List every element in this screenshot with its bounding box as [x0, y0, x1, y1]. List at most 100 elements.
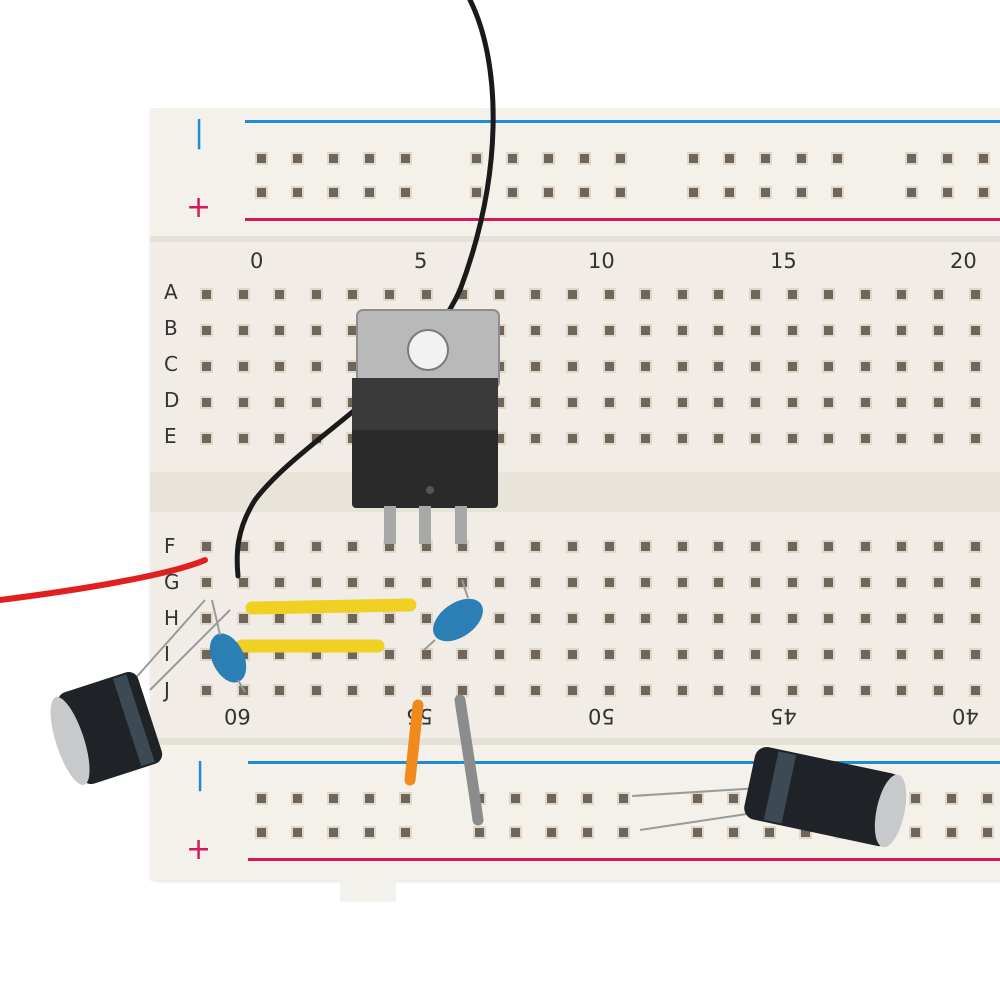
hole[interactable] [506, 152, 519, 165]
hole[interactable] [236, 288, 250, 301]
hole[interactable] [968, 540, 982, 553]
hole[interactable] [785, 288, 799, 301]
hole[interactable] [566, 576, 579, 589]
hole[interactable] [675, 288, 689, 301]
hole[interactable] [822, 684, 836, 697]
hole[interactable] [691, 792, 704, 805]
hole[interactable] [200, 288, 213, 301]
hole[interactable] [822, 360, 836, 373]
hole[interactable] [492, 648, 506, 661]
hole[interactable] [932, 396, 945, 409]
hole[interactable] [932, 684, 945, 697]
hole[interactable] [639, 684, 653, 697]
hole[interactable] [968, 648, 982, 661]
hole[interactable] [363, 152, 376, 165]
hole[interactable] [895, 648, 909, 661]
hole[interactable] [273, 684, 287, 697]
hole[interactable] [932, 288, 945, 301]
hole[interactable] [509, 792, 522, 805]
hole[interactable] [712, 576, 726, 589]
hole[interactable] [346, 540, 360, 553]
hole[interactable] [566, 648, 579, 661]
hole[interactable] [858, 540, 872, 553]
hole[interactable] [785, 396, 799, 409]
hole[interactable] [932, 612, 945, 625]
hole[interactable] [273, 324, 287, 337]
hole[interactable] [687, 186, 700, 199]
hole[interactable] [895, 360, 909, 373]
hole[interactable] [909, 826, 922, 839]
hole[interactable] [529, 288, 543, 301]
hole[interactable] [749, 648, 762, 661]
hole[interactable] [759, 186, 772, 199]
hole[interactable] [945, 792, 958, 805]
hole[interactable] [236, 396, 250, 409]
hole[interactable] [529, 684, 543, 697]
hole[interactable] [273, 540, 287, 553]
hole[interactable] [346, 288, 360, 301]
hole[interactable] [327, 792, 340, 805]
hole[interactable] [273, 432, 287, 445]
hole[interactable] [309, 396, 323, 409]
hole[interactable] [822, 324, 836, 337]
hole[interactable] [639, 396, 653, 409]
hole[interactable] [509, 826, 522, 839]
hole[interactable] [602, 288, 616, 301]
hole[interactable] [383, 288, 396, 301]
hole[interactable] [399, 186, 412, 199]
hole[interactable] [399, 826, 412, 839]
hole[interactable] [968, 288, 982, 301]
hole[interactable] [639, 540, 653, 553]
hole[interactable] [255, 186, 268, 199]
hole[interactable] [727, 826, 740, 839]
hole[interactable] [542, 186, 555, 199]
hole[interactable] [822, 648, 836, 661]
hole[interactable] [566, 432, 579, 445]
hole[interactable] [383, 684, 396, 697]
hole[interactable] [200, 684, 213, 697]
hole[interactable] [639, 432, 653, 445]
hole[interactable] [687, 152, 700, 165]
hole[interactable] [795, 152, 808, 165]
hole[interactable] [566, 288, 579, 301]
hole[interactable] [614, 186, 627, 199]
hole[interactable] [932, 576, 945, 589]
hole[interactable] [691, 826, 704, 839]
hole[interactable] [545, 826, 558, 839]
hole[interactable] [822, 432, 836, 445]
hole[interactable] [895, 576, 909, 589]
hole[interactable] [327, 152, 340, 165]
hole[interactable] [529, 432, 543, 445]
hole[interactable] [529, 648, 543, 661]
hole[interactable] [581, 792, 594, 805]
hole[interactable] [785, 324, 799, 337]
hole[interactable] [858, 576, 872, 589]
hole[interactable] [566, 360, 579, 373]
hole[interactable] [419, 288, 433, 301]
hole[interactable] [419, 576, 433, 589]
hole[interactable] [941, 152, 954, 165]
hole[interactable] [712, 684, 726, 697]
hole[interactable] [529, 360, 543, 373]
hole[interactable] [399, 792, 412, 805]
hole[interactable] [529, 324, 543, 337]
hole[interactable] [492, 576, 506, 589]
hole[interactable] [712, 360, 726, 373]
hole[interactable] [749, 288, 762, 301]
hole[interactable] [200, 396, 213, 409]
hole[interactable] [712, 612, 726, 625]
hole[interactable] [602, 612, 616, 625]
hole[interactable] [968, 432, 982, 445]
hole[interactable] [749, 360, 762, 373]
hole[interactable] [858, 612, 872, 625]
hole[interactable] [529, 576, 543, 589]
hole[interactable] [749, 576, 762, 589]
hole[interactable] [675, 540, 689, 553]
hole[interactable] [932, 648, 945, 661]
hole[interactable] [785, 576, 799, 589]
hole[interactable] [785, 648, 799, 661]
hole[interactable] [309, 684, 323, 697]
hole[interactable] [506, 186, 519, 199]
hole[interactable] [566, 612, 579, 625]
hole[interactable] [895, 612, 909, 625]
